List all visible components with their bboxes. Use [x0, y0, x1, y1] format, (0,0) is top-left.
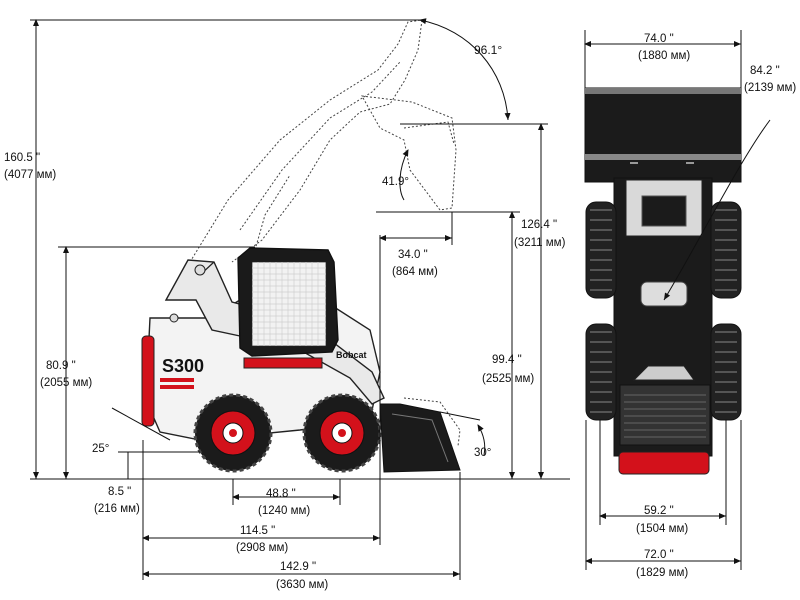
bucket [379, 403, 461, 473]
brand-badge: Bobcat [336, 350, 367, 360]
front-wheel [302, 393, 382, 473]
overall-height-mm: (4077 мм) [4, 169, 56, 181]
bucket-width-mm: (1880 мм) [638, 50, 690, 62]
skid-steer-loader: S300 Bobcat [141, 247, 461, 473]
length-without-bucket-in: 114.5 " [240, 525, 275, 537]
turning-diameter-in: 84.2 " [750, 65, 780, 77]
ground-clearance-in: 8.5 " [108, 486, 131, 498]
rear-wheel [193, 393, 273, 473]
overall-height-in: 160.5 " [4, 152, 40, 164]
overall-width-in: 72.0 " [644, 549, 674, 561]
dump-reach-in: 34.0 " [398, 249, 428, 261]
cab-cage-mesh [251, 261, 327, 347]
length-without-bucket-mm: (2908 мм) [236, 542, 288, 554]
turning-diameter-mm: (2139 мм) [744, 82, 796, 94]
model-badge: S300 [162, 356, 204, 376]
wheelbase-in: 48.8 " [266, 488, 296, 500]
front-bucket [584, 87, 742, 183]
sill-stripe [243, 357, 323, 369]
cab-height-mm: (2055 мм) [40, 377, 92, 389]
rear-bumper [618, 451, 710, 475]
cab-height-in: 80.9 " [46, 360, 76, 372]
tread-width-in: 59.2 " [644, 505, 674, 517]
dump-height-mm: (2525 мм) [482, 373, 534, 385]
length-with-bucket-mm: (3630 мм) [276, 579, 328, 591]
tread-width-mm: (1504 мм) [636, 523, 688, 535]
hinge-pin-height-in: 126.4 " [521, 219, 557, 231]
rollback-angle: 96.1° [474, 43, 502, 57]
dump-height-in: 99.4 " [492, 354, 522, 366]
dump-angle: 41.9° [382, 176, 409, 188]
hinge-pin-height-mm: (3211 мм) [514, 237, 566, 249]
bucket-ground-angle: 30° [474, 447, 491, 459]
bucket-width-in: 74.0 " [644, 33, 674, 45]
side-view: S300 Bobcat [4, 18, 570, 591]
departure-angle: 25° [92, 443, 109, 455]
length-with-bucket-in: 142.9 " [280, 561, 316, 573]
wheelbase-mm: (1240 мм) [258, 505, 310, 517]
front-light [632, 365, 695, 381]
raised-lift-arm-outline [189, 19, 457, 263]
ground-clearance-mm: (216 мм) [94, 503, 140, 515]
front-view: 74.0 " (1880 мм) 84.2 " (2139 мм) 59.2 "… [584, 30, 796, 579]
overall-width-mm: (1829 мм) [636, 567, 688, 579]
front-grille [640, 281, 688, 307]
dump-reach-mm: (864 мм) [392, 266, 438, 278]
rear-tail-light [141, 335, 155, 427]
